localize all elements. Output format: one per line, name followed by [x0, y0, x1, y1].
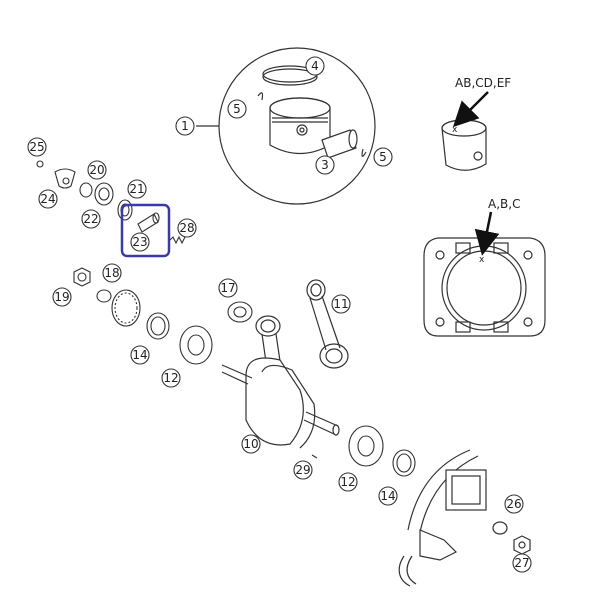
callout-29: [293, 460, 313, 480]
crankshaft-assembly: [221, 279, 349, 449]
callout-19-label: 19: [54, 290, 69, 304]
callout-11: [331, 294, 351, 314]
piston-part: [269, 97, 331, 154]
callout-12b-label: 12: [340, 475, 355, 489]
callout-14a: [130, 345, 150, 365]
callout-24-label: 24: [40, 192, 55, 206]
callout-5b-label: 5: [379, 150, 387, 164]
callout-25: [27, 137, 47, 157]
highlight-box-part-23: [120, 203, 171, 258]
callout-27-label: 27: [514, 556, 529, 570]
cylinder-marking-label: A,B,C: [488, 197, 520, 211]
callout-3: [315, 155, 335, 175]
callout-26: [504, 494, 524, 514]
callout-18: [102, 263, 122, 283]
right-bearings: [311, 425, 416, 477]
callout-5b: [373, 147, 393, 167]
callout-22: [81, 209, 101, 229]
piston-marking-label: AB,CD,EF: [455, 76, 511, 90]
piston-pin-part: [321, 129, 358, 159]
callout-12a-label: 12: [163, 371, 178, 385]
cylinder-base-view: [423, 211, 546, 337]
callout-14b: [378, 486, 398, 506]
callout-1-label: 1: [181, 119, 189, 133]
callout-10-label: 10: [243, 437, 258, 451]
cylinder-x-mark: x: [479, 255, 485, 265]
callout-19: [52, 287, 72, 307]
callout-18-label: 18: [104, 266, 119, 280]
callout-23: [130, 232, 150, 252]
callout-17: [218, 278, 238, 298]
callout-5a: [227, 99, 247, 119]
callout-22-label: 22: [83, 212, 98, 226]
callout-12a: [161, 368, 181, 388]
callout-21: [127, 179, 147, 199]
callout-4: [305, 56, 325, 76]
callout-3-label: 3: [321, 158, 329, 172]
callout-4-label: 4: [311, 59, 319, 73]
callout-20: [87, 160, 107, 180]
callout-11-label: 11: [333, 297, 348, 311]
callout-5a-label: 5: [233, 102, 241, 116]
callout-12b: [338, 472, 358, 492]
callout-27: [512, 553, 532, 573]
callout-28: [177, 218, 197, 238]
callout-26-label: 26: [506, 497, 521, 511]
callouts: [27, 56, 532, 573]
stator-plate: [398, 449, 531, 587]
callout-24: [38, 189, 58, 209]
callout-17-label: 17: [220, 281, 235, 295]
callout-28-label: 28: [179, 221, 194, 235]
callout-14b-label: 14: [380, 489, 395, 503]
callout-10: [241, 434, 261, 454]
left-small-parts: [36, 160, 253, 365]
callout-20-label: 20: [89, 163, 104, 177]
piston-x-mark: x: [452, 125, 458, 135]
callout-23-label: 23: [132, 235, 147, 249]
callout-14a-label: 14: [132, 348, 147, 362]
callout-1: [175, 116, 195, 136]
callout-21-label: 21: [129, 182, 144, 196]
piston-marking-view: [441, 91, 489, 171]
callout-25-label: 25: [29, 140, 44, 154]
callout-29-label: 29: [295, 463, 310, 477]
piston-group-detail: [196, 47, 376, 205]
